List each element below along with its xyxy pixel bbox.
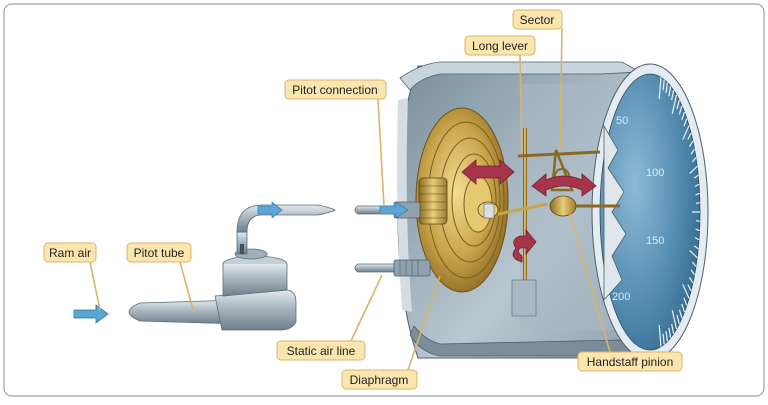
leader-sector bbox=[559, 27, 563, 151]
pitot-flow-arrow bbox=[257, 201, 283, 219]
pitot-tube-illustration bbox=[128, 204, 336, 331]
dial-tick bbox=[682, 284, 690, 299]
label-static-air-line-text: Static air line bbox=[287, 344, 356, 358]
label-pitot-tube: Pitot tube bbox=[126, 242, 192, 263]
connection-flow-arrow bbox=[379, 201, 409, 219]
label-long-lever-text: Long lever bbox=[472, 39, 528, 53]
dial-tick bbox=[678, 309, 683, 319]
dial-tick bbox=[691, 157, 697, 163]
dial-tick bbox=[668, 86, 672, 97]
dial-tick bbox=[668, 327, 672, 338]
dial-mark-200: 200 bbox=[612, 291, 630, 303]
leader-static-air-line bbox=[349, 274, 383, 344]
dial-tick bbox=[693, 174, 699, 179]
dial-tick bbox=[688, 276, 694, 284]
label-long-lever: Long lever bbox=[464, 35, 536, 56]
dial-tick bbox=[695, 228, 700, 232]
dial-tick bbox=[691, 261, 697, 267]
dial-tick bbox=[665, 330, 669, 342]
dial-tick bbox=[662, 79, 665, 91]
dial-tick bbox=[695, 192, 700, 196]
dial-tick bbox=[676, 99, 680, 110]
label-static-air-line: Static air line bbox=[276, 340, 366, 361]
label-pitot-tube-text: Pitot tube bbox=[134, 246, 185, 260]
dial-tick bbox=[678, 105, 683, 115]
dial-tick bbox=[689, 165, 698, 175]
leader-pitot-connection bbox=[377, 98, 385, 207]
leader-pitot-tube bbox=[179, 261, 195, 314]
dial-tick bbox=[671, 94, 678, 114]
linkage-mechanism bbox=[483, 128, 620, 317]
dial-mark-150: 150 bbox=[646, 235, 664, 247]
leader-lines bbox=[89, 27, 611, 371]
label-pitot-connection: Pitot connection bbox=[284, 79, 387, 100]
dial-tick bbox=[688, 140, 694, 148]
dial-tick bbox=[683, 118, 688, 127]
sector-motion-arrow bbox=[531, 173, 597, 197]
label-handstaff-pinion: Handstaff pinion bbox=[577, 351, 683, 372]
lever-rotation-arrow bbox=[512, 228, 537, 263]
dial-tick bbox=[694, 237, 700, 241]
dial-tick bbox=[695, 219, 700, 222]
leader-long-lever bbox=[519, 53, 523, 155]
label-sector: Sector bbox=[512, 9, 563, 30]
label-ram-air-text: Ram air bbox=[49, 246, 91, 260]
label-ram-air: Ram air bbox=[43, 242, 97, 263]
dial-tick bbox=[690, 269, 696, 276]
dial-tick bbox=[695, 202, 700, 205]
dial-tick bbox=[681, 303, 686, 313]
airspeed-dial: 50 100 150 200 bbox=[591, 63, 709, 361]
dial-tick bbox=[665, 82, 669, 94]
dial-tick bbox=[662, 333, 665, 345]
dial-tick bbox=[690, 148, 696, 155]
dial-tick bbox=[671, 310, 678, 330]
dial-tick bbox=[682, 125, 690, 140]
label-sector-text: Sector bbox=[520, 13, 555, 27]
dial-tick bbox=[687, 284, 692, 292]
dial-mark-50: 50 bbox=[616, 115, 628, 127]
dial-mark-100: 100 bbox=[646, 167, 664, 179]
dial-tick bbox=[658, 77, 662, 99]
dial-tick bbox=[676, 314, 680, 325]
dial-tick-marks bbox=[658, 77, 700, 347]
label-diaphragm: Diaphragm bbox=[341, 369, 418, 390]
dial-tick bbox=[671, 323, 675, 334]
label-handstaff-pinion-text: Handstaff pinion bbox=[587, 355, 674, 369]
dial-tick bbox=[689, 249, 698, 259]
label-diaphragm-text: Diaphragm bbox=[350, 373, 409, 387]
leader-ram-air bbox=[89, 261, 101, 311]
dial-tick bbox=[658, 325, 662, 347]
dial-tick bbox=[683, 297, 688, 306]
dial-tick bbox=[693, 245, 699, 250]
dial-tick bbox=[671, 90, 675, 101]
label-pitot-connection-text: Pitot connection bbox=[292, 83, 377, 97]
leader-handstaff-pinion bbox=[569, 213, 611, 353]
diaphragm-motion-arrow bbox=[461, 159, 515, 185]
static-air-line-fitting bbox=[354, 259, 431, 277]
dial-tick bbox=[687, 132, 692, 140]
dial-tick bbox=[694, 183, 700, 187]
leader-diaphragm bbox=[407, 275, 441, 371]
diaphragm-capsule bbox=[415, 107, 509, 293]
dial-tick bbox=[681, 111, 686, 121]
